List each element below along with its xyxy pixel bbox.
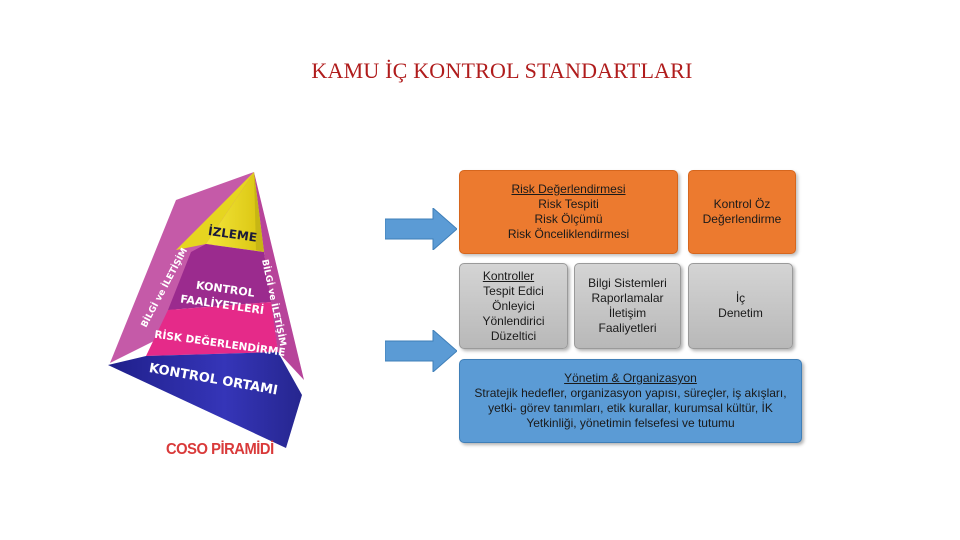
pyramid-label-izleme: İZLEME — [207, 223, 258, 245]
controls-box-line: Önleyici — [492, 298, 535, 313]
pyramid-level-ortam — [108, 352, 302, 448]
risk-box-heading: Risk Değerlendirmesi — [511, 182, 626, 196]
info-box-line: Faaliyetleri — [598, 321, 657, 335]
pyramid-left-face-yellow — [176, 172, 254, 250]
controls-box-line: Yönlendirici — [482, 313, 545, 328]
risk-box-line: Risk Tespiti — [538, 197, 599, 211]
risk-assessment-box: Risk Değerlendirmesi Risk Tespiti Risk Ö… — [459, 170, 678, 254]
internal-audit-box: İç Denetim — [688, 263, 793, 349]
self-assessment-line: Kontrol Öz — [713, 197, 771, 211]
pyramid-right-face — [254, 172, 304, 380]
information-systems-box: Bilgi Sistemleri Raporlamalar İletişim F… — [574, 263, 681, 349]
coso-pyramid: İZLEME KONTROL FAALİYETLERİ RİSK DEĞERLE… — [108, 172, 304, 448]
management-box-line: Stratejik hedefler, organizasyon yapısı,… — [474, 386, 787, 400]
info-box-line: Raporlamalar — [591, 291, 664, 305]
arrow-bottom — [385, 330, 457, 372]
control-self-assessment-box: Kontrol Öz Değerlendirme — [688, 170, 796, 254]
controls-box-heading: Kontroller — [482, 268, 535, 283]
self-assessment-line: Değerlendirme — [702, 212, 782, 226]
controls-box-line: Düzeltici — [490, 328, 537, 343]
coso-caption: COSO PİRAMİDİ — [166, 441, 274, 458]
pyramid-level-risk — [146, 302, 278, 356]
audit-box-line: Denetim — [718, 306, 763, 320]
page-title: KAMU İÇ KONTROL STANDARTLARI — [311, 58, 693, 83]
info-box-line: İletişim — [608, 306, 647, 320]
management-organization-box: Yönetim & Organizasyon Stratejik hedefle… — [459, 359, 802, 443]
controls-box: Kontroller Tespit Edici Önleyici Yönlend… — [459, 263, 568, 349]
management-box-heading: Yönetim & Organizasyon — [564, 371, 697, 385]
pyramid-level-kontrol — [168, 244, 272, 310]
audit-box-line: İç — [735, 291, 746, 305]
risk-box-line: Risk Önceliklendirmesi — [507, 227, 630, 241]
risk-box-line: Risk Ölçümü — [534, 212, 603, 226]
pyramid-level-izleme — [206, 172, 264, 252]
info-box-line: Bilgi Sistemleri — [588, 276, 667, 290]
pyramid-right-face-yellow — [254, 172, 264, 252]
controls-box-line: Tespit Edici — [483, 283, 544, 298]
management-box-line: yetki- görev tanımları, etik kurallar, k… — [488, 401, 773, 415]
arrow-top — [385, 208, 457, 250]
management-box-line: Yetkinliği, yönetimin felsefesi ve tutum… — [526, 416, 735, 430]
